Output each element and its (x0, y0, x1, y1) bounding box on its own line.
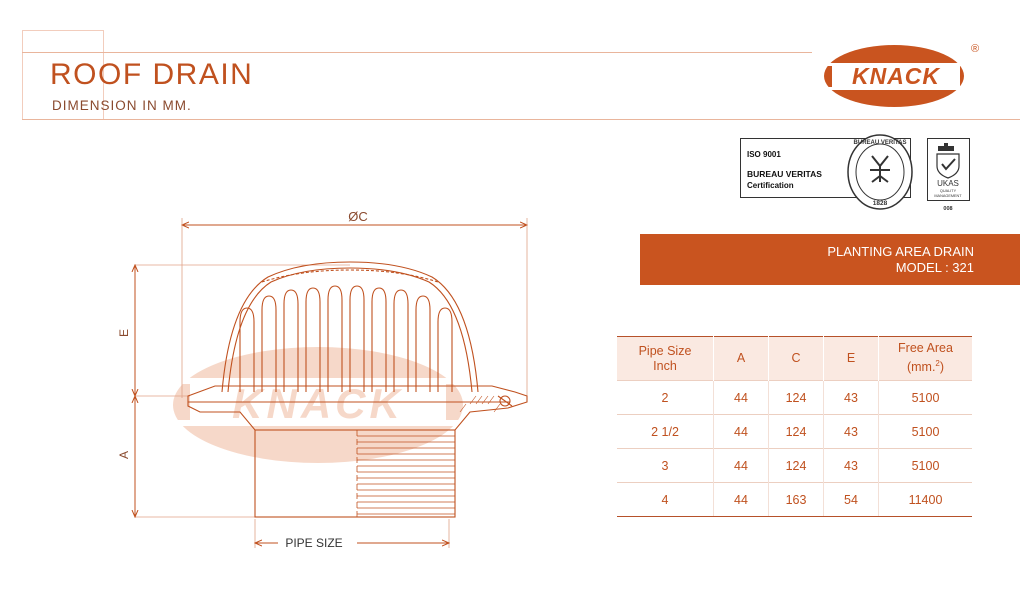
cell-free-area: 5100 (878, 414, 972, 449)
cell-pipe: 2 (617, 380, 714, 415)
iso-label: ISO 9001 (747, 150, 781, 159)
table-row: 3 44 124 43 5100 (617, 448, 972, 483)
cell-e: 54 (823, 482, 879, 517)
col-a: A (713, 336, 769, 381)
svg-text:008: 008 (943, 206, 952, 212)
certification-label: Certification (747, 181, 794, 190)
col-c: C (768, 336, 824, 381)
logo-text: KNACK (852, 63, 940, 89)
table-row: 2 44 124 43 5100 (617, 380, 972, 415)
drain-drawing: KNACK ØC E A (117, 209, 560, 550)
col-pipe-size: Pipe Size Inch (617, 336, 714, 381)
col-e: E (823, 336, 879, 381)
watermark-logo: KNACK (168, 347, 468, 463)
cell-e: 43 (823, 380, 879, 415)
svg-text:1828: 1828 (873, 200, 888, 207)
page-subtitle: DIMENSION IN MM. (52, 98, 192, 113)
svg-text:UKAS: UKAS (937, 179, 959, 188)
registered-mark: ® (971, 43, 979, 55)
cell-pipe: 3 (617, 448, 714, 483)
cell-c: 163 (768, 482, 824, 517)
ukas-mark-icon: UKAS QUALITY MANAGEMENT 008 (927, 138, 970, 212)
product-model: MODEL : 321 (895, 260, 974, 275)
col-free-area: Free Area (mm.2) (878, 336, 972, 381)
bv-label: BUREAU VERITAS (747, 169, 822, 179)
product-type: PLANTING AREA DRAIN (827, 244, 974, 259)
cell-e: 43 (823, 448, 879, 483)
product-banner: PLANTING AREA DRAIN MODEL : 321 (640, 234, 1020, 285)
bureau-veritas-seal-icon: BUREAU VERITAS 1828 (847, 134, 913, 210)
cell-a: 44 (713, 414, 769, 449)
cell-c: 124 (768, 380, 824, 415)
cell-pipe: 4 (617, 482, 714, 517)
cell-c: 124 (768, 414, 824, 449)
cell-c: 124 (768, 448, 824, 483)
svg-text:MANAGEMENT: MANAGEMENT (934, 194, 962, 198)
certification-badge: ISO 9001 BUREAU VERITAS Certification BU… (740, 134, 970, 212)
cell-free-area: 5100 (878, 380, 972, 415)
knack-logo: KNACK ® (822, 43, 979, 107)
table-row: 4 44 163 54 11400 (617, 482, 972, 517)
cell-a: 44 (713, 380, 769, 415)
pipe-size-label: PIPE SIZE (285, 536, 342, 550)
svg-text:BUREAU VERITAS: BUREAU VERITAS (854, 140, 907, 146)
cell-a: 44 (713, 448, 769, 483)
dimension-table: Pipe Size Inch A C E Free Area (mm.2) 2 … (617, 336, 972, 517)
cell-free-area: 5100 (878, 448, 972, 483)
cell-a: 44 (713, 482, 769, 517)
svg-text:QUALITY: QUALITY (940, 189, 957, 193)
dimension-e-label: E (117, 329, 131, 337)
cell-pipe: 2 1/2 (617, 414, 714, 449)
dimension-a-label: A (117, 451, 131, 459)
watermark-text: KNACK (232, 380, 404, 427)
subtitle-rule (22, 119, 1020, 120)
dimension-c-label: ØC (348, 209, 368, 224)
table-row: 2 1/2 44 124 43 5100 (617, 414, 972, 449)
table-header-row: Pipe Size Inch A C E Free Area (mm.2) (617, 336, 972, 381)
cell-free-area: 11400 (878, 482, 972, 517)
cell-e: 43 (823, 414, 879, 449)
header-rule (22, 52, 812, 53)
page-title: ROOF DRAIN (50, 58, 254, 91)
